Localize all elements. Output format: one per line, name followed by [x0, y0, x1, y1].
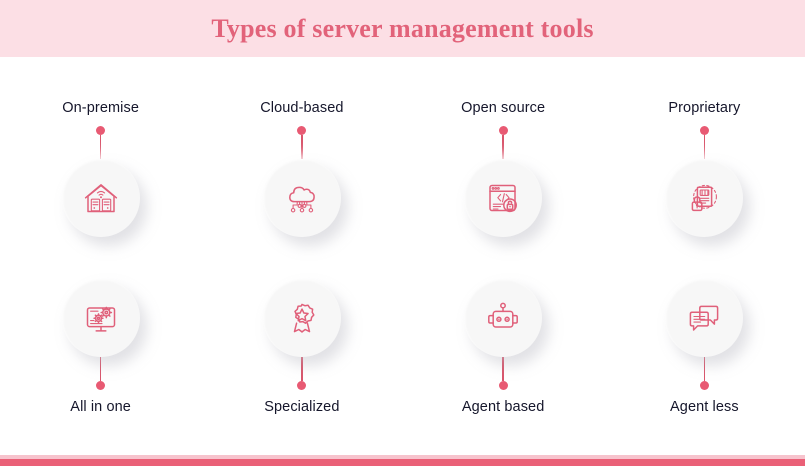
- connector-open-source: [498, 126, 508, 159]
- item-agent-based[interactable]: Agent based: [403, 279, 604, 416]
- item-specialized[interactable]: Specialized: [201, 279, 402, 416]
- row-top: On-premise: [0, 99, 805, 237]
- item-proprietary[interactable]: Proprietary: [604, 99, 805, 237]
- connector-line: [502, 357, 504, 381]
- item-label-open-source: Open source: [461, 100, 546, 116]
- connector-dot-icon: [297, 126, 307, 135]
- cloud-network-icon: [281, 177, 323, 219]
- item-label-specialized: Specialized: [264, 399, 340, 415]
- connector-line: [99, 357, 102, 381]
- connector-line: [703, 135, 706, 159]
- icon-disc-on-premise[interactable]: [61, 159, 140, 237]
- icon-disc-specialized[interactable]: [262, 279, 341, 357]
- icon-disc-cloud-based[interactable]: [262, 159, 341, 237]
- item-label-all-in-one: All in one: [70, 399, 131, 415]
- icon-disc-agent-based[interactable]: [464, 279, 543, 357]
- connector-agent-based: [498, 357, 508, 390]
- connector-cloud-based: [297, 126, 307, 159]
- item-label-cloud-based: Cloud-based: [260, 100, 344, 116]
- connector-line: [502, 135, 504, 159]
- connector-dot-icon: [96, 126, 106, 135]
- connector-line: [301, 135, 303, 159]
- connector-line: [703, 357, 706, 381]
- connector-line: [301, 357, 303, 381]
- footer-accent-soft: [0, 455, 805, 459]
- item-all-in-one[interactable]: All in one: [0, 279, 201, 416]
- item-label-agent-based: Agent based: [461, 399, 545, 415]
- item-label-on-premise: On-premise: [62, 100, 139, 116]
- connector-dot-icon: [498, 381, 508, 390]
- item-label-proprietary: Proprietary: [668, 100, 741, 116]
- award-badge-star-icon: [282, 298, 322, 338]
- connector-specialized: [297, 357, 307, 390]
- icon-disc-agent-less[interactable]: [665, 279, 744, 357]
- connector-all-in-one: [96, 357, 106, 390]
- infographic-board: On-premise: [0, 57, 805, 455]
- header-band: Types of server management tools: [0, 0, 805, 57]
- item-agent-less[interactable]: Agent less: [604, 279, 805, 416]
- footer-accent-bar: [0, 459, 805, 466]
- chat-bubbles-icon: [684, 298, 724, 338]
- monitor-gears-icon: [80, 297, 122, 339]
- code-window-unlocked-icon: [483, 178, 523, 218]
- connector-agent-less: [699, 357, 709, 390]
- connector-dot-icon: [297, 381, 307, 390]
- item-cloud-based[interactable]: Cloud-based: [201, 99, 402, 237]
- item-on-premise[interactable]: On-premise: [0, 99, 201, 237]
- document-locked-icon: [684, 178, 724, 218]
- connector-line: [99, 135, 102, 159]
- item-open-source[interactable]: Open source: [403, 99, 604, 237]
- robot-head-icon: [482, 297, 524, 339]
- connector-dot-icon: [699, 126, 709, 135]
- connector-proprietary: [699, 126, 709, 159]
- row-bottom: All in one: [0, 279, 805, 416]
- page-title: Types of server management tools: [211, 13, 594, 43]
- connector-dot-icon: [96, 381, 106, 390]
- icon-disc-proprietary[interactable]: [665, 159, 744, 237]
- item-label-agent-less: Agent less: [670, 399, 739, 415]
- connector-on-premise: [96, 126, 106, 159]
- on-premise-server-house-icon: [81, 178, 121, 218]
- connector-dot-icon: [699, 381, 709, 390]
- icon-disc-open-source[interactable]: [464, 159, 543, 237]
- connector-dot-icon: [498, 126, 508, 135]
- icon-disc-all-in-one[interactable]: [61, 279, 140, 357]
